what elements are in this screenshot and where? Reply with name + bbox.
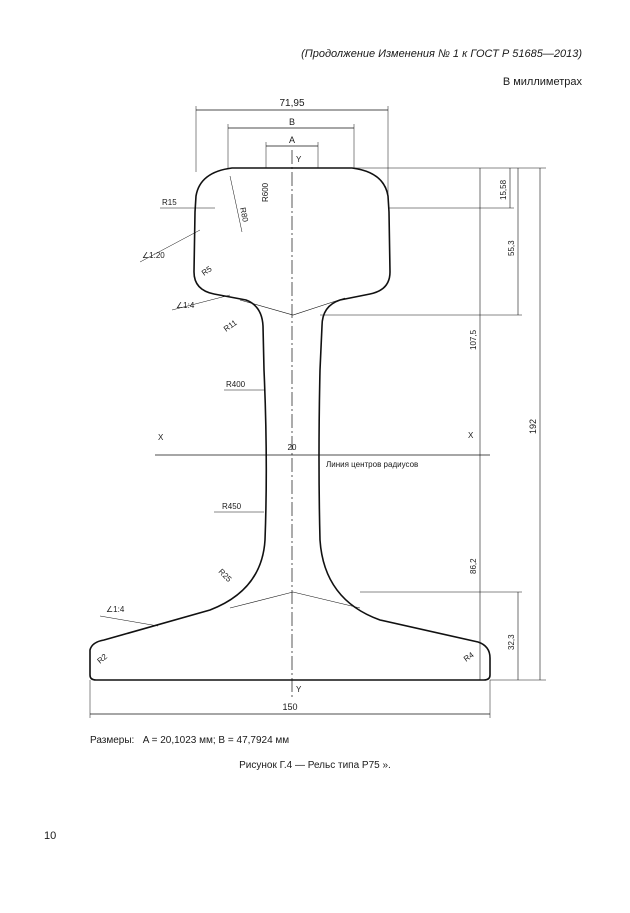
continuation-header: (Продолжение Изменения № 1 к ГОСТ Р 5168… bbox=[301, 48, 582, 60]
slope-foot-label: ∠1:4 bbox=[106, 605, 125, 614]
rail-outline bbox=[89, 167, 491, 681]
r11-label: R11 bbox=[222, 318, 239, 334]
slope-neck-leader bbox=[171, 294, 231, 311]
r2-label: R2 bbox=[96, 652, 110, 666]
figure-caption: Рисунок Г.4 — Рельс типа Р75 ». bbox=[239, 760, 391, 771]
dim-107-5-label: 107,5 bbox=[469, 329, 478, 350]
y-top-label: Y bbox=[296, 155, 302, 164]
units-label: В миллиметрах bbox=[502, 76, 582, 88]
dim-55-3-label: 55,3 bbox=[507, 240, 516, 256]
r600-label: R600 bbox=[261, 182, 270, 202]
dim-86-2-label: 86,2 bbox=[469, 558, 478, 574]
slope-head-label: ∠1:20 bbox=[142, 251, 165, 260]
dim-71-95-label: 71,95 bbox=[279, 98, 304, 109]
x-right-label: X bbox=[468, 431, 474, 440]
foot-construction-lines bbox=[229, 591, 361, 609]
r4-label: R4 bbox=[462, 650, 476, 664]
dim-192-label: 192 bbox=[528, 419, 538, 434]
r25-label: R25 bbox=[217, 567, 234, 584]
r80-leader bbox=[229, 175, 243, 233]
r15-label: R15 bbox=[162, 198, 177, 207]
dim-32-3-label: 32,3 bbox=[507, 634, 516, 650]
page-number: 10 bbox=[44, 830, 57, 842]
r400-label: R400 bbox=[226, 380, 246, 389]
web-width-label: 20 bbox=[288, 443, 297, 452]
r5-label: R5 bbox=[200, 264, 214, 278]
slope-head-leader bbox=[139, 229, 201, 263]
dim-b-label: B bbox=[289, 117, 295, 127]
y-bottom-label: Y bbox=[296, 685, 302, 694]
r80-label: R80 bbox=[238, 207, 250, 224]
sizes-values: A = 20,1023 мм; B = 47,7924 мм bbox=[142, 735, 290, 746]
sizes-note: Размеры: A = 20,1023 мм; B = 47,7924 мм bbox=[90, 735, 289, 746]
centers-line-label: Линия центров радиусов bbox=[326, 460, 418, 469]
r450-label: R450 bbox=[222, 502, 242, 511]
x-left-label: X bbox=[158, 433, 164, 442]
dim-15-58-label: 15,58 bbox=[499, 179, 508, 200]
slope-neck-label: ∠1:4 bbox=[176, 301, 195, 310]
sizes-label: Размеры: bbox=[90, 735, 135, 746]
dim-a-label: A bbox=[289, 135, 295, 145]
slope-foot-leader bbox=[99, 615, 159, 627]
dim-150-label: 150 bbox=[282, 702, 297, 712]
head-construction-lines bbox=[239, 297, 346, 316]
